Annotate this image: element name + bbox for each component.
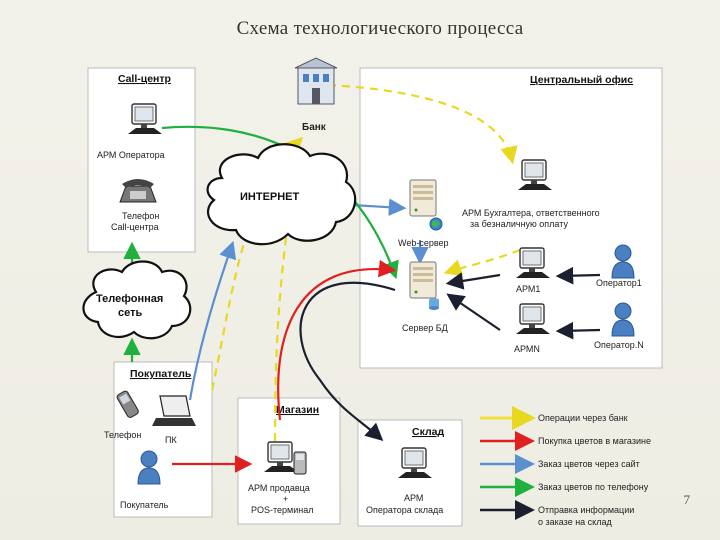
web-server-label: Web-сервер [398,238,449,248]
shop-heading: Магазин [276,404,319,416]
call-center-heading: Call-центр [118,73,171,85]
operator1-label: Оператор1 [596,278,642,288]
site-order-flow [351,198,407,216]
legend-item-warehouse-1: Отправка информации [538,505,634,515]
warehouse-heading: Склад [412,426,444,438]
cc-phone-label-1: Телефон [122,211,159,221]
bank-label: Банк [302,122,327,133]
operatorn-flow [555,321,601,340]
server-icon [409,179,437,217]
internet-label: ИНТЕРНЕТ [240,191,300,203]
globe-icon [429,217,443,231]
legend-item-bank: Операции через банк [538,413,628,423]
central-office-zone [359,67,663,369]
cc-phone-label-2: Call-центра [111,222,159,232]
building-icon [294,57,338,105]
buyer-pc-label: ПК [165,435,177,445]
phone-net-label-1: Телефонная [96,293,163,305]
legend-item-warehouse-2: о заказе на склад [538,517,612,527]
armn-label: АРМN [514,344,540,354]
wh-op-label-2: Оператора склада [366,505,443,515]
buyer-person-label: Покупатель [120,500,169,510]
operatorn-label: Оператор.N [594,340,644,350]
server-icon [409,261,437,299]
legend-item-site: Заказ цветов через сайт [538,459,640,469]
sales-label-1: АРМ продавца [248,483,310,493]
armn-to-db-flow [446,293,501,331]
pos-terminal-icon [293,451,307,475]
db-server-label: Сервер БД [402,323,448,333]
bank-flow-buyer [210,136,304,391]
wh-op-label-1: АРМ [404,493,423,503]
cloud-icon [206,143,357,246]
phone-net-label-2: сеть [118,307,142,319]
sales-label-3: POS-терминал [251,505,313,515]
cloud-icon [82,260,192,340]
laptop-icon [152,395,196,426]
buyer-heading: Покупатель [130,368,192,380]
central-office-heading: Центральный офис [530,74,633,86]
operator-ws-label: АРМ Оператора [97,150,165,160]
page-title: Схема технологического процесса [236,18,524,39]
arm1-to-db-flow [445,272,501,290]
cellphone-icon [116,390,139,418]
bank-flow-db [443,248,521,277]
bank-flow-accountant [327,83,518,165]
sales-label-2: + [283,494,288,504]
call-center-zone [87,67,196,253]
operator1-flow [555,266,601,285]
shop-purchase-flow [277,259,397,421]
accountant-label-1: АРМ Бухгалтера, ответственного [462,208,600,218]
phone-icon [119,179,157,203]
legend-item-phone: Заказ цветов по телефону [538,482,649,492]
warehouse-info-flow [299,281,396,441]
legend-item-shop: Покупка цветов в магазине [538,436,651,446]
page-number: 7 [683,492,691,507]
site-order-buyer-flow [188,240,237,401]
arm1-label: АРМ1 [516,284,540,294]
accountant-label-2: за безналичную оплату [470,219,568,229]
buyer-zone [113,361,213,518]
database-icon [429,298,439,310]
legend: Операции через банк Покупка цветов в маг… [480,406,651,527]
buyer-phone-label: Телефон [104,430,141,440]
